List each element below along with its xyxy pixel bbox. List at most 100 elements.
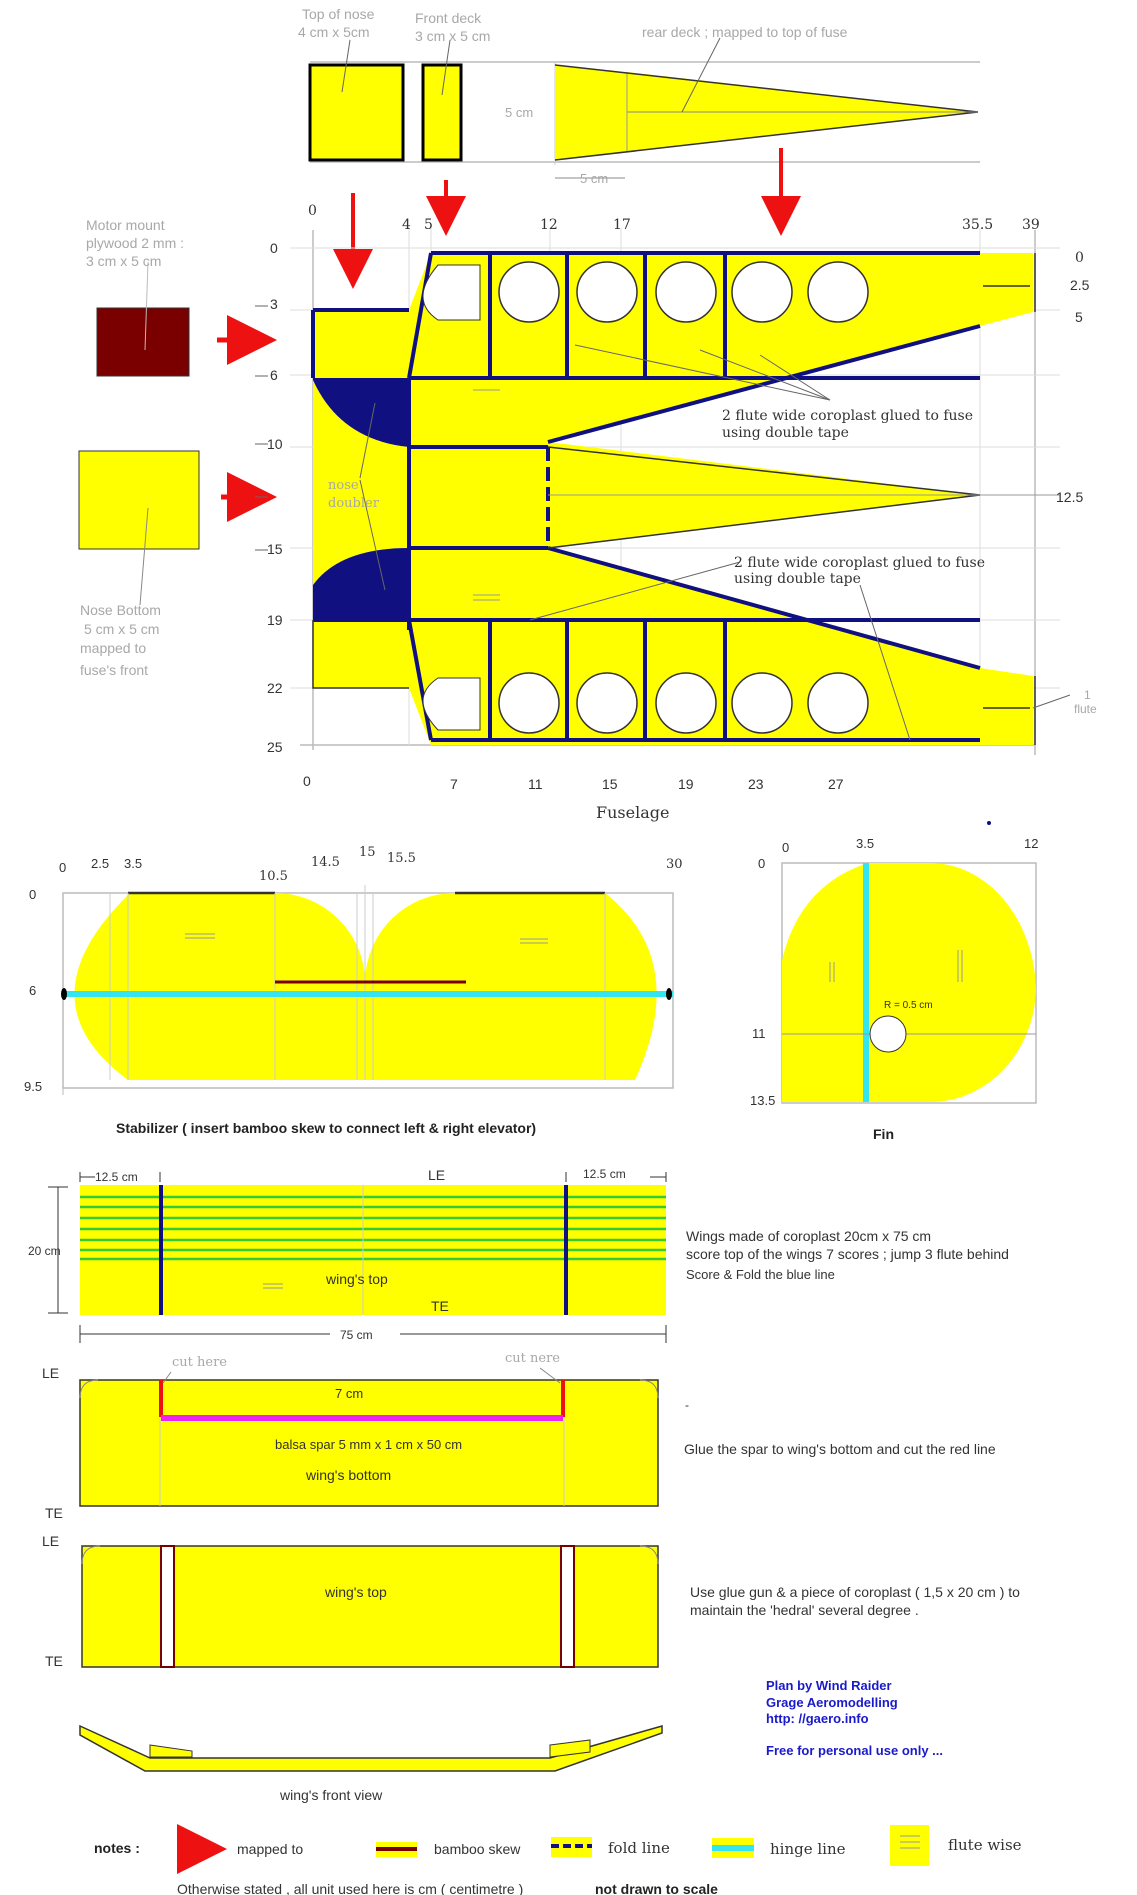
fuse-right-tick-3: 12.5 — [1056, 489, 1083, 505]
wing-height-dim: 20 cm — [28, 1244, 61, 1258]
credit-line-3: http: //gaero.info — [766, 1711, 869, 1726]
fuse-bottom-tick-0: 0 — [303, 773, 311, 789]
credit-line-2: Grage Aeromodelling — [766, 1695, 898, 1710]
coroplast-note-upper-2: using double tape — [722, 425, 849, 441]
stab-top-tick-6: 15.5 — [387, 851, 416, 866]
fin-drawing — [781, 862, 1037, 1104]
wing-bottom-center-label: wing's bottom — [305, 1467, 391, 1483]
fin-hole — [869, 1015, 907, 1053]
fin-left-tick-1: 11 — [752, 1026, 766, 1041]
wing-top-scored — [48, 1172, 667, 1343]
wing-note-3: Score & Fold the blue line — [686, 1267, 835, 1282]
stab-left-tick-1: 6 — [29, 983, 36, 998]
fuse-top-tick-1: 4 — [402, 217, 411, 233]
wing-bottom-note: Glue the spar to wing's bottom and cut t… — [684, 1441, 996, 1457]
fuse-bottom-tick-4: 19 — [678, 776, 694, 792]
wing-glued-note-2: maintain the 'hedral' several degree . — [690, 1602, 919, 1618]
wing-glued-center-label: wing's top — [324, 1584, 387, 1600]
credit-line-4: Free for personal use only ... — [766, 1743, 943, 1758]
rear-deck-width-dim: 5 cm — [580, 171, 608, 186]
fuse-left-tick-0: 0 — [270, 240, 278, 256]
fuselage-ticks: 0 4 5 12 17 35.5 39 0 7 11 15 19 23 27 0… — [255, 203, 1090, 792]
fuse-top-tick-0: 0 — [308, 203, 317, 219]
cut-here-left: cut here — [172, 1355, 227, 1370]
fuse-right-tick-0: 0 — [1075, 250, 1084, 266]
top-of-nose-piece — [308, 63, 405, 162]
legend-mapped: mapped to — [237, 1841, 303, 1857]
nose-doubler-label-1: nose — [328, 478, 359, 493]
stab-top-tick-3: 10.5 — [259, 869, 288, 884]
footer-scale: not drawn to scale — [595, 1881, 718, 1895]
motor-mount-piece — [96, 307, 190, 377]
legend-fold: fold line — [608, 1839, 670, 1857]
nose-bottom-line2: 5 cm x 5 cm — [84, 621, 159, 637]
fuse-top-tick-3: 12 — [540, 217, 558, 233]
wing-top-center-label: wing's top — [325, 1271, 388, 1287]
stab-top-tick-0: 0 — [59, 860, 66, 875]
fin-top-tick-2: 12 — [1024, 836, 1038, 851]
front-deck-size: 3 cm x 5 cm — [415, 28, 490, 44]
wing-top-te: TE — [431, 1298, 449, 1314]
wing-width-dim: 75 cm — [340, 1328, 373, 1342]
fuse-right-tick-2: 5 — [1075, 309, 1083, 325]
fuse-top-tick-5: 35.5 — [962, 217, 993, 233]
nose-doubler-label-2: doubler — [328, 496, 380, 511]
fin-left-tick-2: 13.5 — [750, 1093, 775, 1108]
legend: notes : mapped to bamboo skew fold line … — [94, 1824, 1022, 1874]
fuse-left-tick-4: 15 — [267, 541, 283, 557]
wing-bottom-te: TE — [45, 1505, 63, 1521]
fin-caption: Fin — [873, 1126, 894, 1142]
cut-here-right: cut nere — [505, 1351, 560, 1366]
top-of-nose-label: Top of nose — [302, 6, 375, 22]
fuse-top-tick-6: 39 — [1022, 217, 1040, 233]
fin-left-tick-0: 0 — [758, 856, 765, 871]
fuse-bottom-tick-5: 23 — [748, 776, 764, 792]
fuselage-title: Fuselage — [596, 803, 669, 822]
stabilizer-caption: Stabilizer ( insert bamboo skew to conne… — [116, 1120, 536, 1136]
fuse-left-tick-6: 22 — [267, 680, 283, 696]
fuse-left-tick-7: 25 — [267, 739, 283, 755]
motor-mount-line3: 3 cm x 5 cm — [86, 253, 161, 269]
nose-doubler-lower — [313, 548, 409, 620]
nose-doubler-upper — [313, 378, 409, 447]
stab-top-tick-7: 30 — [666, 857, 683, 872]
stab-left-tick-2: 9.5 — [24, 1079, 42, 1094]
rear-deck-section: Top of nose 4 cm x 5cm Front deck 3 cm x… — [298, 6, 980, 186]
legend-bamboo: bamboo skew — [434, 1841, 521, 1857]
fin-top-tick-0: 0 — [782, 840, 789, 855]
fuse-bottom-tick-3: 15 — [602, 776, 618, 792]
fuse-left-tick-5: 19 — [267, 612, 283, 628]
lower-holes — [498, 672, 869, 734]
fuse-left-tick-3: 10 — [267, 436, 283, 452]
spar-label: balsa spar 5 mm x 1 cm x 50 cm — [275, 1437, 462, 1452]
wing-top-glued-drawing — [81, 1545, 659, 1668]
fuse-bottom-tick-1: 7 — [450, 776, 458, 792]
front-deck-label: Front deck — [415, 10, 482, 26]
stabilizer-ticks: 0 2.5 3.5 10.5 14.5 15 15.5 30 0 6 9.5 — [24, 845, 683, 1094]
wing-glued-le: LE — [42, 1533, 59, 1549]
wing-left-dim: 12.5 cm — [95, 1170, 138, 1184]
wing-note-1: Wings made of coroplast 20cm x 75 cm — [686, 1228, 931, 1244]
wing-top-le: LE — [428, 1167, 445, 1183]
stab-top-tick-2: 3.5 — [124, 856, 142, 871]
front-view-caption: wing's front view — [279, 1787, 383, 1803]
stab-top-tick-1: 2.5 — [91, 856, 109, 871]
stray-dot: - — [685, 1398, 689, 1412]
upper-holes — [498, 261, 869, 323]
motor-mount-line1: Motor mount — [86, 217, 165, 233]
credit-line-1: Plan by Wind Raider — [766, 1678, 892, 1693]
nose-bottom-line1: Nose Bottom — [80, 602, 161, 618]
fuse-top-tick-4: 17 — [613, 217, 631, 233]
flute-note-2: flute — [1074, 702, 1097, 716]
legend-fold-swatch — [551, 1837, 592, 1857]
stab-top-tick-4: 14.5 — [311, 855, 340, 870]
legend-flute: flute wise — [948, 1836, 1022, 1854]
wing-right-dim: 12.5 cm — [583, 1167, 626, 1181]
fuse-bottom-tick-2: 11 — [528, 776, 543, 792]
coroplast-note-upper-1: 2 flute wide coroplast glued to fuse — [722, 408, 973, 424]
rear-deck-label: rear deck ; mapped to top of fuse — [642, 24, 848, 40]
coroplast-note-lower-1: 2 flute wide coroplast glued to fuse — [734, 555, 985, 571]
front-deck-piece — [421, 63, 463, 162]
wing-front-view — [79, 1724, 663, 1772]
